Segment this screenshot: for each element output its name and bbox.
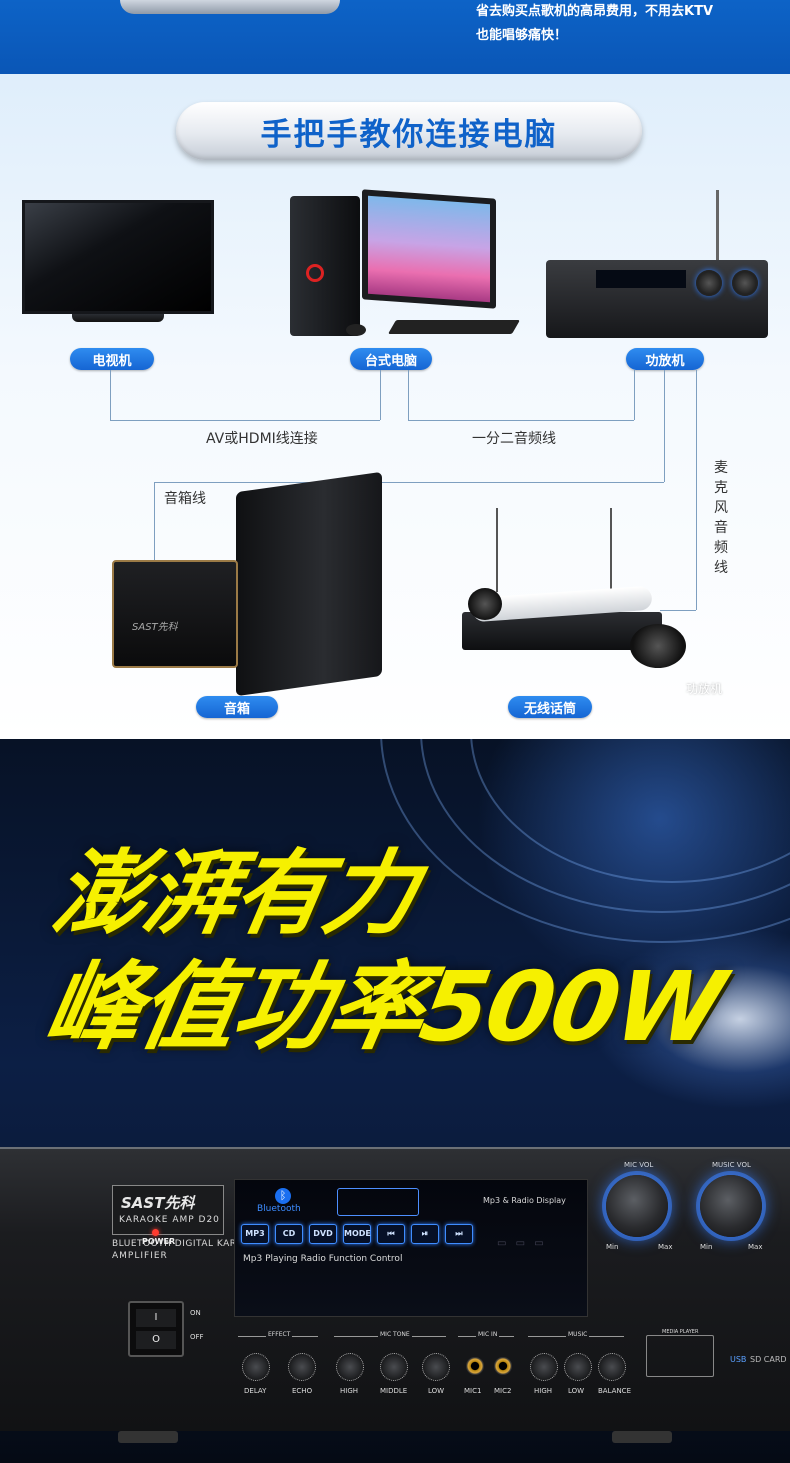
music-low-knob[interactable] [564,1353,592,1381]
split-audio-wire-label: 一分二音频线 [472,431,556,447]
mic-in-group-label: MIC IN [476,1331,500,1338]
music-vol-label: MUSIC VOL [712,1161,751,1169]
mic1-label: MIC1 [464,1387,482,1395]
mic-tone-group-label: MIC TONE [378,1331,412,1338]
music-volume-knob[interactable] [700,1175,762,1237]
amp-desc-line-2: AMPLIFIER [112,1251,168,1261]
echo-knob[interactable] [288,1353,316,1381]
echo-label: ECHO [292,1387,313,1395]
sd-card-icon: SD CARD [750,1355,787,1364]
amplifier-front-panel: SAST先科 KARAOKE AMP D20 BLUETOOTH DIGITAL… [0,1147,790,1443]
speaker-wire-label: 音箱线 [164,491,206,507]
pc-label: 台式电脑 [350,348,432,370]
desktop-pc-image [290,189,521,350]
power-led-icon [152,1229,159,1236]
music-vol-max-label: Max [748,1243,763,1251]
function-button-row: MP3 CD DVD MODE ⏮ ⏯ ⏭ [241,1224,473,1244]
connection-title-pill: 手把手教你连接电脑 [176,102,642,160]
media-icons-box [337,1188,419,1216]
cd-button[interactable]: CD [275,1224,303,1244]
tv-label: 电视机 [70,348,154,370]
media-player-label: MEDIA PLAYER [662,1329,699,1335]
mic-middle-knob[interactable] [380,1353,408,1381]
connection-title: 手把手教你连接电脑 [260,116,558,153]
amplifier-image [546,190,768,340]
mic-vol-max-label: Max [658,1243,673,1251]
balance-label: BALANCE [598,1387,631,1395]
balance-knob[interactable] [598,1353,626,1381]
display-caption: Mp3 & Radio Display [483,1196,566,1205]
banner-line-2: 峰值功率500W [36,951,731,1063]
switch-off-label: OFF [190,1333,204,1341]
music-high-knob[interactable] [530,1353,558,1381]
segment-display: ▭ ▭ ▭ [497,1238,547,1249]
bluetooth-label: Bluetooth [257,1204,301,1214]
play-pause-button[interactable]: ⏯ [411,1224,439,1244]
amp-label: 功放机 [626,348,704,370]
speaker-image: SAST先科 [112,471,382,697]
mic-volume-knob[interactable] [606,1175,668,1237]
mic-vol-label: MIC VOL [624,1161,654,1169]
mic2-label: MIC2 [494,1387,512,1395]
mic-low-knob[interactable] [422,1353,450,1381]
music-group-label: MUSIC [566,1331,590,1338]
mp3-button[interactable]: MP3 [241,1224,269,1244]
mic-wire-label: 麦克风音频线 [714,460,728,576]
model-name: KARAOKE AMP D20 [119,1215,220,1225]
top-caption-line-2: 也能唱够痛快！ [476,28,568,43]
music-high-label: HIGH [534,1387,553,1395]
delay-knob[interactable] [242,1353,270,1381]
av-hdmi-wire-label: AV或HDMI线连接 [206,431,318,447]
usb-icon: USB [730,1355,747,1364]
music-vol-min-label: Min [700,1243,713,1251]
speaker-label: 音箱 [196,696,278,718]
wireless-mic-label: 无线话筒 [508,696,592,718]
power-section: 澎湃有力 峰值功率500W SAST先科 KARAOKE AMP D20 BLU… [0,739,790,1463]
effect-group-label: EFFECT [266,1331,293,1338]
previous-button[interactable]: ⏮ [377,1224,405,1244]
dvd-button[interactable]: DVD [309,1224,337,1244]
top-caption: 省去购买点歌机的高昂费用，不用去KTV 也能唱够痛快！ [476,0,776,48]
amp-desc-line-1: BLUETOOTH DIGITAL KARAOKE [112,1239,263,1249]
mic-high-label: HIGH [340,1387,359,1395]
media-player-slot[interactable] [646,1335,714,1377]
mic1-jack[interactable] [466,1357,484,1375]
mic-high-knob[interactable] [336,1353,364,1381]
switch-on-label: ON [190,1309,201,1317]
mode-button[interactable]: MODE [343,1224,371,1244]
mic-low-label: LOW [428,1387,445,1395]
bluetooth-icon: ᛒ [275,1188,291,1204]
front-display: ᛒ Bluetooth MP3 CD DVD MODE ⏮ ⏯ ⏭ Mp3 Pl… [234,1179,588,1317]
connection-section: 手把手教你连接电脑 电视机 台式电脑 功放机 AV或HDMI线连接 一分二音频线… [0,74,790,739]
device-edge-image [120,0,340,14]
watermark: 功放机 [686,682,723,696]
brand-name: SAST先科 [121,1194,195,1212]
top-caption-line-1: 省去购买点歌机的高昂费用，不用去KTV [476,4,714,19]
wireless-mic-image [462,508,688,672]
delay-label: DELAY [244,1387,267,1395]
mic2-jack[interactable] [494,1357,512,1375]
function-caption: Mp3 Playing Radio Function Control [243,1254,403,1264]
mic-middle-label: MIDDLE [380,1387,408,1395]
top-banner: 省去购买点歌机的高昂费用，不用去KTV 也能唱够痛快！ [0,0,790,74]
tv-image [22,200,214,330]
brand-plate: SAST先科 KARAOKE AMP D20 [112,1185,224,1235]
music-low-label: LOW [568,1387,585,1395]
mic-vol-min-label: Min [606,1243,619,1251]
next-button[interactable]: ⏭ [445,1224,473,1244]
power-label: POWER [142,1237,176,1246]
